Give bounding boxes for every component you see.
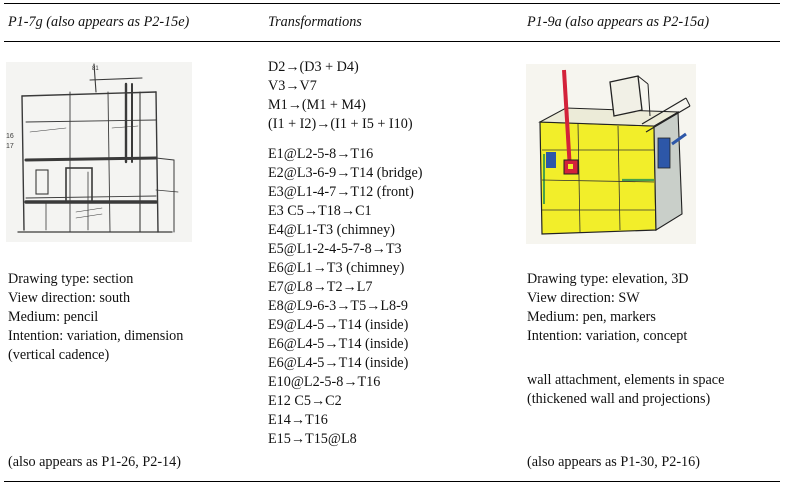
right-column-header: P1-9a (also appears as P2-15a) bbox=[527, 14, 710, 30]
transformation-line: D2→(D3 + D4) bbox=[268, 59, 359, 75]
transformation-line: E5@L1-2-4-5-7-8→T3 bbox=[268, 241, 402, 257]
left-description: Drawing type: section View direction: so… bbox=[8, 270, 183, 365]
top-rule bbox=[4, 3, 780, 4]
transformation-line: E10@L2-5-8→T16 bbox=[268, 374, 381, 390]
transformation-line: E4@L1-T3 (chimney) bbox=[268, 222, 395, 238]
transformation-line: E7@L8→T2→L7 bbox=[268, 279, 373, 295]
transformation-line: E15→T15@L8 bbox=[268, 431, 357, 447]
right-note-line: wall attachment, elements in space bbox=[527, 372, 725, 388]
transformation-line: E6@L4-5→T14 (inside) bbox=[268, 355, 409, 371]
right-intention: Intention: variation, concept bbox=[527, 328, 688, 344]
left-view-direction: View direction: south bbox=[8, 290, 131, 306]
right-footer: (also appears as P1-30, P2-16) bbox=[527, 454, 700, 470]
right-drawing-type: Drawing type: elevation, 3D bbox=[527, 271, 689, 287]
middle-column-header: Transformations bbox=[268, 14, 362, 30]
transformation-line: E1@L2-5-8→T16 bbox=[268, 146, 374, 162]
left-footer: (also appears as P1-26, P2-14) bbox=[8, 454, 181, 470]
right-view-direction: View direction: SW bbox=[527, 290, 640, 306]
transformation-line: E8@L9-6-3→T5→L8-9 bbox=[268, 298, 408, 314]
transformation-line: E14→T16 bbox=[268, 412, 328, 428]
bottom-rule bbox=[4, 481, 780, 482]
header-rule bbox=[4, 41, 780, 42]
pencil-section-sketch: 16 17 81 bbox=[6, 62, 192, 242]
transformation-line: V3→V7 bbox=[268, 78, 317, 94]
transformation-line: E2@L3-6-9→T14 (bridge) bbox=[268, 165, 423, 181]
right-extra-notes: wall attachment, elements in space (thic… bbox=[527, 371, 724, 409]
transformations-list: D2→(D3 + D4) V3→V7 M1→(M1 + M4) (I1 + I2… bbox=[268, 58, 423, 449]
group-spacer bbox=[268, 134, 423, 145]
transformation-line: E3@L1-4-7→T12 (front) bbox=[268, 184, 414, 200]
transformation-line: (I1 + I2)→(I1 + I5 + I10) bbox=[268, 116, 413, 132]
sketch-annotation-17: 17 bbox=[6, 143, 14, 150]
left-intention: Intention: variation, dimension bbox=[8, 328, 184, 344]
sketch-annotation-81: 81 bbox=[92, 66, 99, 72]
right-note-line: (thickened wall and projections) bbox=[527, 391, 711, 407]
right-medium: Medium: pen, markers bbox=[527, 309, 656, 325]
right-description: Drawing type: elevation, 3D View directi… bbox=[527, 270, 689, 346]
left-intention-continued: (vertical cadence) bbox=[8, 347, 110, 363]
transformation-line: M1→(M1 + M4) bbox=[268, 97, 366, 113]
transformation-line: E9@L4-5→T14 (inside) bbox=[268, 317, 409, 333]
transformation-line: E6@L4-5→T14 (inside) bbox=[268, 336, 409, 352]
left-drawing-type: Drawing type: section bbox=[8, 271, 134, 287]
sketch-annotation-16: 16 bbox=[6, 133, 14, 140]
transformation-line: E3 C5→T18→C1 bbox=[268, 203, 372, 219]
left-medium: Medium: pencil bbox=[8, 309, 99, 325]
left-column-header: P1-7g (also appears as P2-15e) bbox=[8, 14, 190, 30]
transformation-line: E12 C5→C2 bbox=[268, 393, 342, 409]
transformation-line: E6@L1→T3 (chimney) bbox=[268, 260, 405, 276]
marker-elevation-sketch bbox=[526, 64, 696, 244]
